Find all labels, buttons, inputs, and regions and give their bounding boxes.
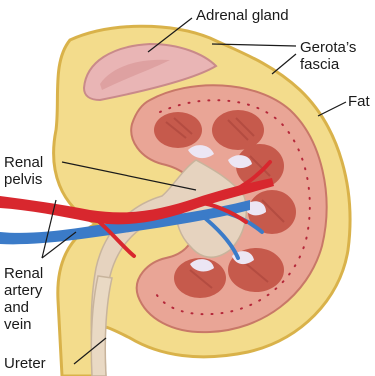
pyramid-1 [154,112,202,148]
label-renal-artery-4: vein [4,317,32,333]
label-ureter: Ureter [4,356,46,372]
label-gerotas: Gerota’s [300,40,356,56]
label-fascia: fascia [300,57,339,73]
leader-gerota-2 [272,54,296,74]
label-renal-artery-3: and [4,300,29,316]
label-renal-pelvis-1: Renal [4,155,43,171]
label-renal-artery-1: Renal [4,266,43,282]
label-renal-artery-2: artery [4,283,42,299]
label-fat: Fat [348,94,370,110]
label-adrenal-gland: Adrenal gland [196,8,289,24]
label-renal-pelvis-2: pelvis [4,172,42,188]
leader-fat [318,102,346,116]
